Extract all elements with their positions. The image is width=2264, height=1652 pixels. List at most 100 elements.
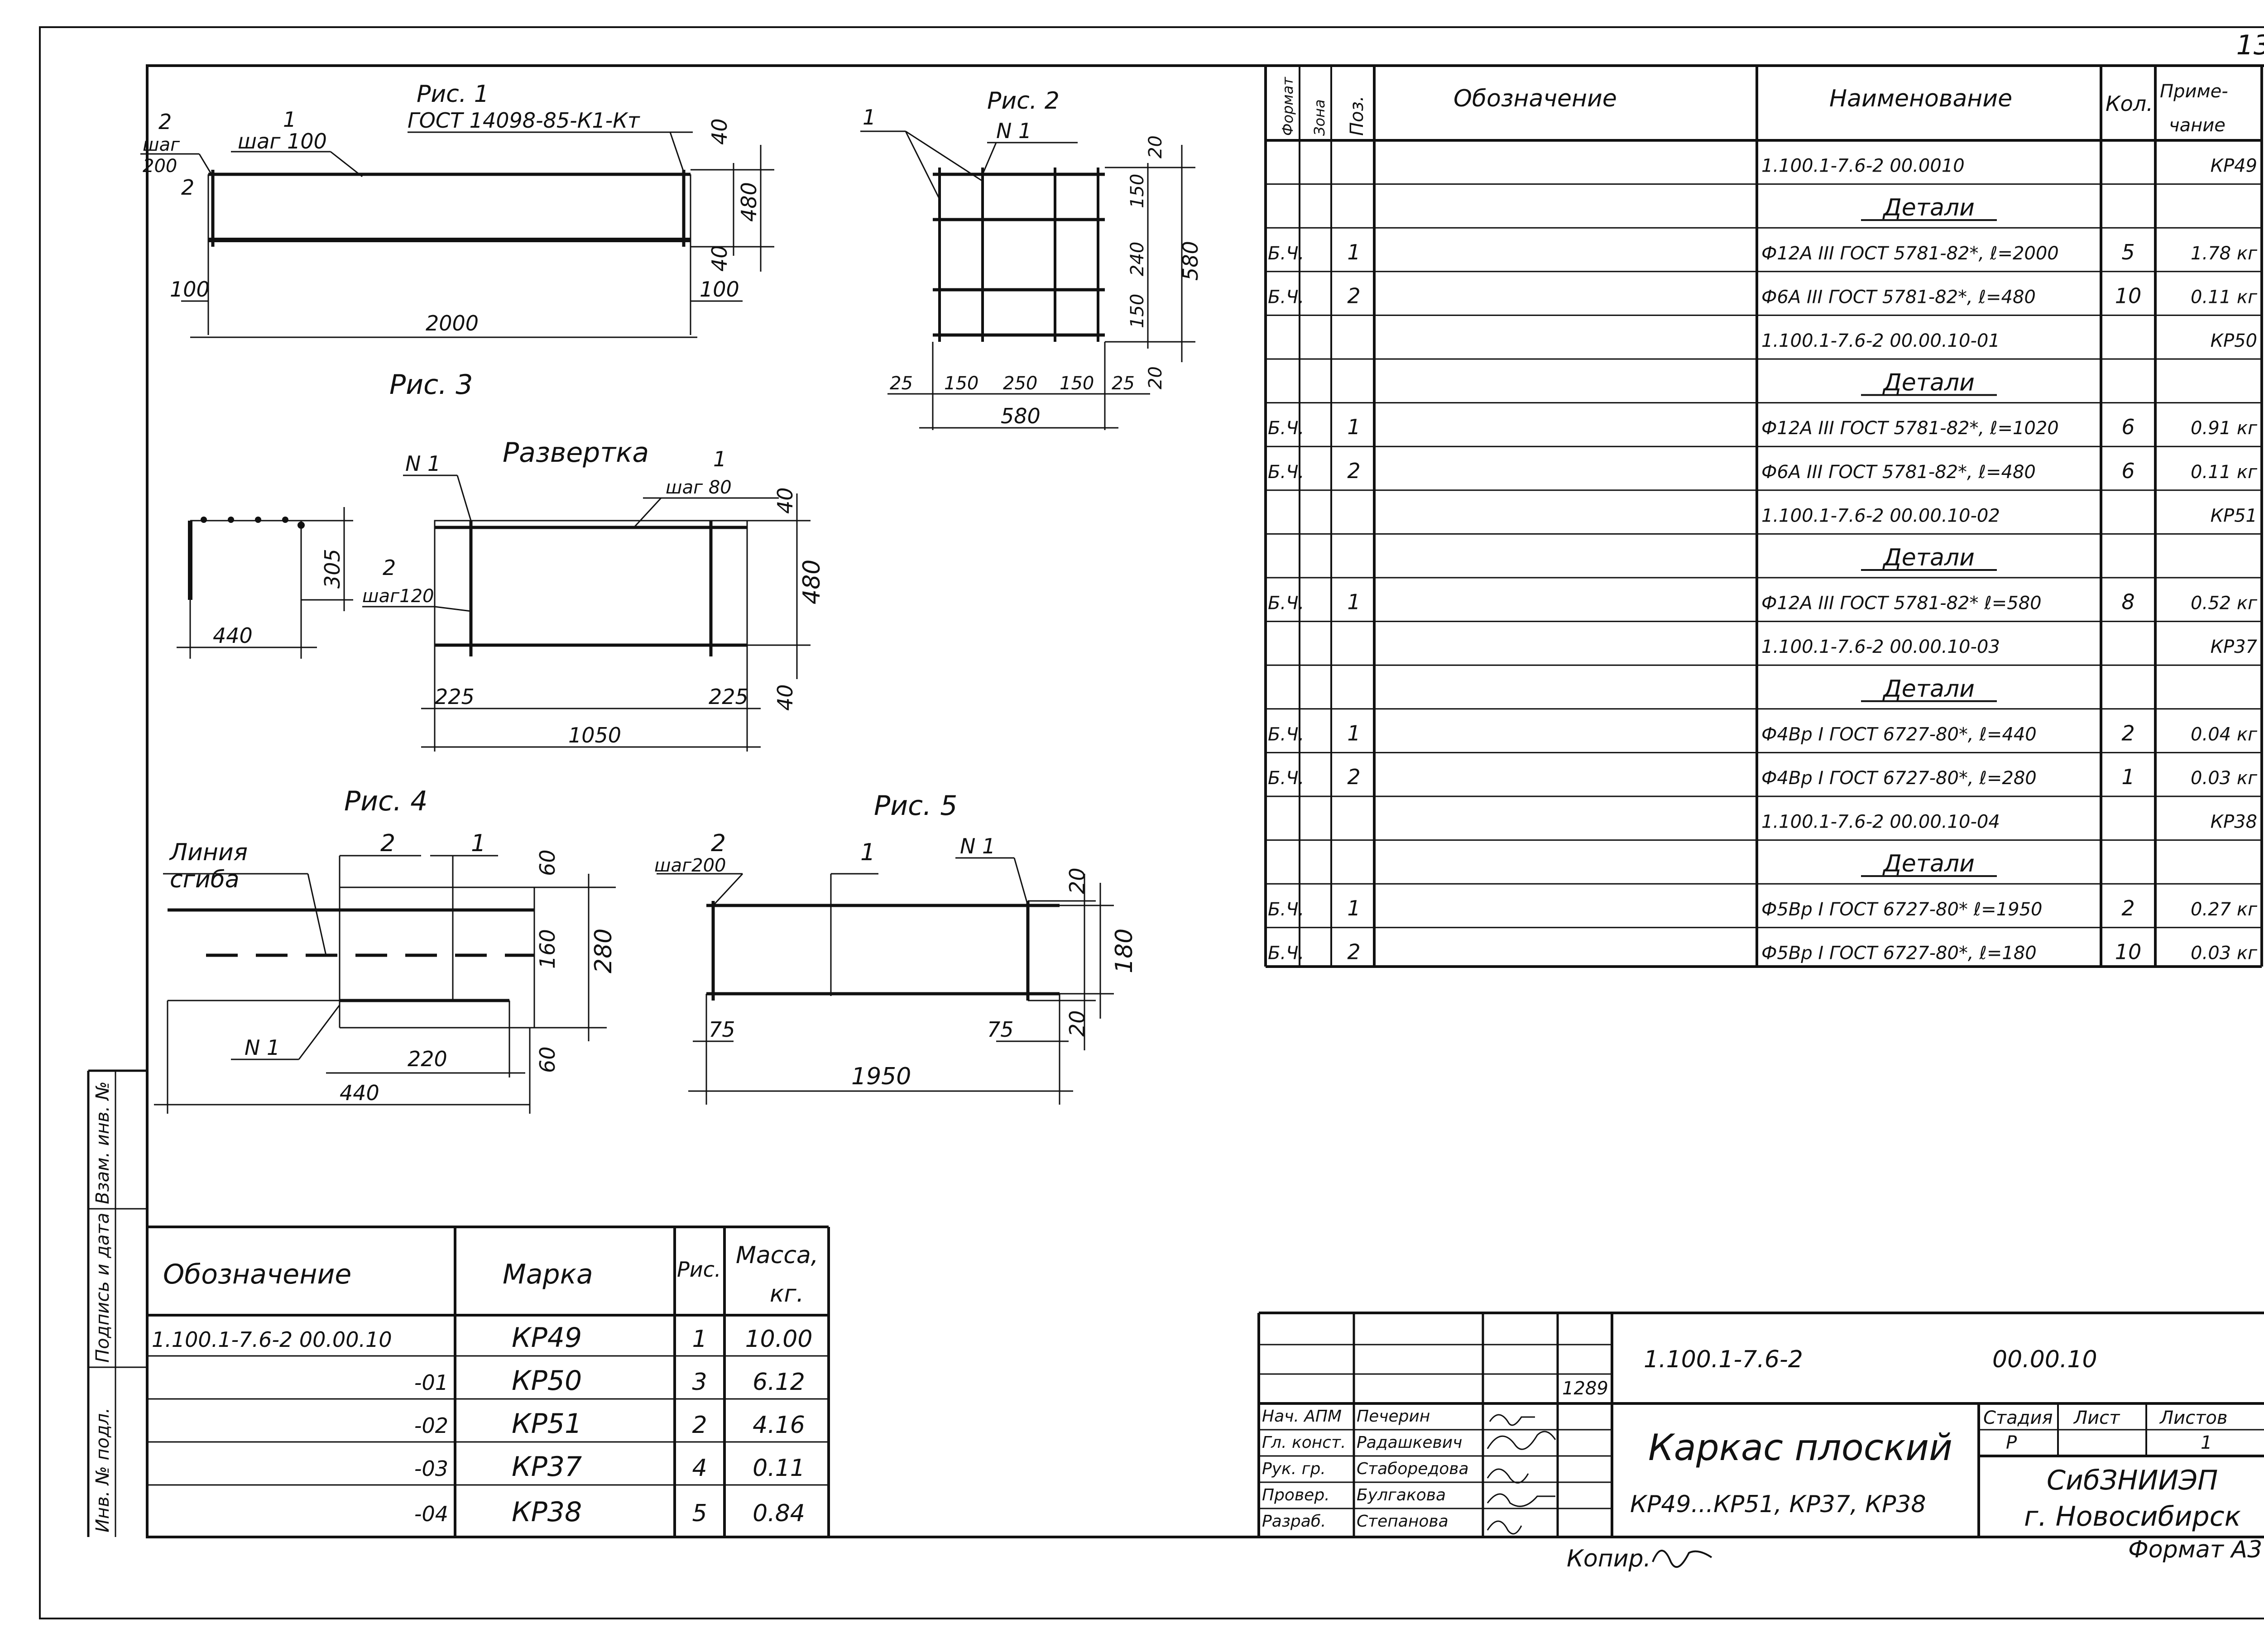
fig2-dim-150b: 150 [1127, 294, 1148, 328]
tb-org-line-1: СибЗНИИЭП [2047, 1465, 2218, 1496]
side-inv-no: Инв. № подл. [92, 1408, 113, 1532]
spec-cell-p: 2 [1347, 939, 1360, 964]
fig4-dim-440: 440 [340, 1081, 379, 1105]
fig2-pos1: 1 [863, 105, 876, 129]
spec-cell-f: Б.Ч. [1268, 462, 1304, 483]
spec-cell-n: Ф6А III ГОСТ 5781-82*, ℓ=480 [1761, 462, 2036, 483]
footer-format: Формат А3 [2128, 1536, 2262, 1563]
signer-role: Провер. [1262, 1486, 1330, 1504]
fig1-step2a: шаг [143, 134, 180, 155]
fig5-caption: Рис. 5 [874, 790, 957, 822]
title-block: 1289 1.100.1-7.6-2 00.00.10 Каркас плоск… [1257, 1312, 2264, 1537]
mark-cell-f: 3 [692, 1369, 707, 1396]
mark-header-mass-2: кг. [770, 1280, 804, 1307]
spec-cell-k: 8 [2121, 590, 2134, 614]
figure-4: Рис. 4 Линия сгиба 2 1 N 1 60 160 280 60… [154, 785, 617, 1114]
tb-title-line-2: КР49...КР51, КР37, КР38 [1630, 1491, 1926, 1518]
spec-header-format: Формат [1279, 77, 1296, 136]
signer-name: Булгакова [1357, 1486, 1446, 1504]
fig4-dim-160: 160 [535, 929, 560, 969]
tb-org-line-2: г. Новосибирск [2024, 1501, 2241, 1532]
fig5-dim-1950: 1950 [851, 1063, 911, 1090]
fig3-step1: шаг 80 [666, 477, 732, 498]
spec-cell-p: 2 [1347, 459, 1360, 483]
fig5-dim-20b: 20 [1065, 1010, 1089, 1037]
fig4-dim-280: 280 [590, 929, 617, 973]
fig2-dim-150a: 150 [1127, 174, 1148, 208]
spec-cell-k: 6 [2121, 459, 2134, 483]
fig2-dim-150d: 150 [1060, 373, 1094, 394]
spec-cell-f: Б.Ч. [1268, 724, 1304, 745]
spec-cell-n: 1.100.1-7.6-2 00.00.10-01 [1761, 330, 2000, 351]
fig4-bend-line-2: сгиба [170, 866, 240, 893]
mark-cell-f: 4 [692, 1455, 707, 1482]
fig1-pos1: 1 [283, 107, 296, 132]
fig3-dim-1050: 1050 [568, 723, 621, 747]
fig1-dim-100-left: 100 [170, 277, 210, 302]
mark-cell-m: КР50 [512, 1365, 582, 1397]
tb-stage-label: Стадия [1983, 1408, 2053, 1428]
fig5-step2: шаг200 [654, 855, 726, 876]
figure-5: Рис. 5 2 шаг200 1 N 1 20 180 20 75 75 19… [654, 790, 1138, 1105]
spec-header-pos: Поз. [1347, 96, 1367, 136]
mark-cell-m: КР49 [512, 1322, 582, 1354]
fig4-pos2: 2 [380, 830, 395, 857]
fig3-pos2: 2 [383, 555, 396, 580]
fig2-dim-240: 240 [1127, 242, 1148, 276]
fig2-dim-25a: 25 [890, 373, 913, 394]
spec-cell-n: Ф5Вр I ГОСТ 6727-80*, ℓ=180 [1761, 943, 2037, 963]
spec-cell-p: 1 [1347, 590, 1360, 614]
tb-sheets-label: Листов [2159, 1408, 2227, 1428]
mark-cell-w: 10.00 [745, 1326, 813, 1353]
mark-cell-w: 4.16 [753, 1412, 805, 1439]
signer-name: Стаборедова [1357, 1460, 1469, 1478]
fig3-unfold-label: Развертка [503, 437, 649, 469]
fig4-caption: Рис. 4 [344, 785, 427, 817]
fig3-dim-480: 480 [798, 560, 825, 604]
spec-cell-r: КР49 [2211, 156, 2257, 177]
spec-cell-r: 0.11 кг [2191, 462, 2258, 483]
spec-cell-n: 1.100.1-7.6-2 00.00.10-04 [1761, 812, 2000, 833]
mark-header-mass-1: Масса, [736, 1242, 818, 1269]
figure-3: Рис. 3 Развертка N 1 1 шаг 80 2 шаг120 3… [177, 369, 825, 752]
fig3-pos1: 1 [713, 447, 726, 471]
spec-cell-f: Б.Ч. [1268, 287, 1304, 307]
footer-copied: Копир. [1567, 1545, 1651, 1572]
spec-cell-f: Б.Ч. [1268, 593, 1304, 614]
spec-cell-r: КР37 [2211, 637, 2258, 657]
mark-header-fig: Рис. [677, 1257, 721, 1282]
signer-role: Нач. АПМ [1262, 1407, 1342, 1426]
spec-cell-n: Детали [1882, 675, 1975, 703]
fig1-dim-40a: 40 [707, 118, 732, 145]
fig2-dim-580v: 580 [1178, 241, 1203, 281]
spec-cell-p: 1 [1347, 240, 1360, 264]
spec-cell-n: Детали [1882, 194, 1975, 221]
spec-cell-p: 1 [1347, 721, 1360, 745]
signer-role: Разраб. [1262, 1512, 1326, 1531]
spec-header-note-1: Приме- [2160, 81, 2228, 102]
side-replace-inv: Взам. инв. № [92, 1081, 113, 1204]
fig3-step2: шаг120 [362, 586, 434, 607]
mark-cell-f: 5 [692, 1500, 707, 1527]
mark-cell-m: КР38 [512, 1496, 582, 1528]
side-strip: Инв. № подл. Подпись и дата Взам. инв. № [92, 1081, 113, 1532]
spec-cell-r: КР50 [2211, 330, 2257, 351]
mark-table: Обозначение Марка Рис. Масса, кг. 1.100.… [147, 1226, 830, 1537]
spec-cell-p: 1 [1347, 415, 1360, 439]
fig5-pos2: 2 [711, 830, 726, 857]
fig3-caption: Рис. 3 [389, 369, 473, 401]
fig1-dim-100-right: 100 [700, 277, 739, 302]
mark-cell-f: 1 [692, 1326, 707, 1353]
spec-cell-r: 0.03 кг [2191, 943, 2258, 963]
mark-cell-m: КР37 [512, 1451, 582, 1483]
mark-cell-d: -03 [414, 1456, 448, 1481]
tb-doc-code: 1.100.1-7.6-2 [1644, 1346, 1803, 1373]
fig3-dim-440: 440 [213, 623, 253, 648]
fig2-n1: N 1 [996, 119, 1031, 143]
tb-sheet-code: 1289 [1562, 1378, 1608, 1399]
mark-cell-d: -01 [414, 1370, 448, 1395]
fig5-pos1: 1 [860, 839, 875, 866]
spec-header-name: Наименование [1829, 85, 2012, 112]
spec-cell-r: 0.91 кг [2191, 418, 2258, 439]
